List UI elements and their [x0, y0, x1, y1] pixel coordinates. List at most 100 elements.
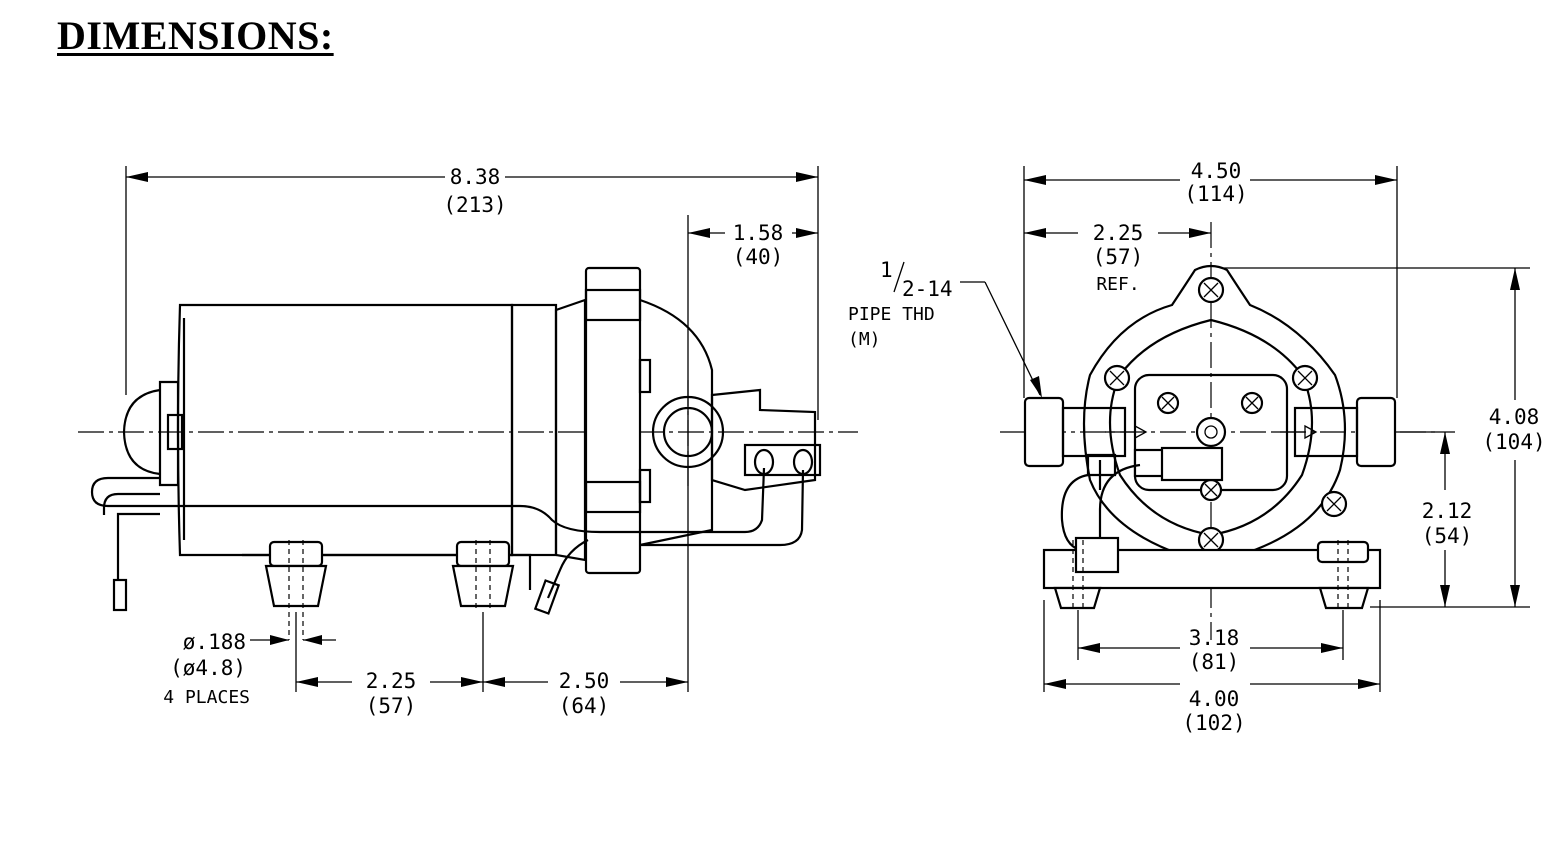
- screws: [1103, 276, 1348, 554]
- wire-lead-b-upper: [640, 469, 805, 547]
- pipe-thread-line2: PIPE THD: [848, 304, 935, 325]
- foot-2-top: [455, 540, 511, 568]
- arrow: [796, 228, 818, 238]
- center-bolt-inner: [1204, 425, 1218, 439]
- end-bolt: [166, 413, 184, 451]
- overall-width-mm: (114): [1184, 182, 1247, 206]
- screw-cross: [1161, 396, 1175, 410]
- arrow: [270, 635, 289, 645]
- arrow: [1024, 228, 1046, 238]
- front-view: 4.50 (114) 2.25 (57) REF. 1 2-14 PIPE TH…: [848, 159, 1546, 735]
- mount-spacing-in: 2.25: [366, 669, 417, 693]
- arrow: [1510, 585, 1520, 607]
- arrow: [688, 228, 710, 238]
- screw-cross: [1203, 532, 1219, 548]
- arrow: [1189, 228, 1211, 238]
- pipe-thread-size: 2-14: [902, 277, 953, 301]
- head-dome: [639, 298, 714, 547]
- base-width-mm: (102): [1182, 711, 1245, 735]
- base-rail: [242, 553, 532, 590]
- base-width-in: 4.00: [1189, 687, 1240, 711]
- screw-cross: [1204, 483, 1218, 497]
- base-connector: [1074, 536, 1120, 574]
- arrow: [666, 677, 688, 687]
- wire-lead-a: [116, 512, 160, 580]
- head-boss-2: [638, 468, 652, 504]
- hole-spacing-mm: (81): [1189, 650, 1240, 674]
- outlet-port: [1355, 396, 1397, 468]
- pipe-thread-line3: (M): [848, 329, 881, 350]
- arrow: [1440, 585, 1450, 607]
- overall-width-in: 4.50: [1191, 159, 1242, 183]
- screw-cross: [1326, 496, 1342, 512]
- port-height-mm: (54): [1422, 524, 1473, 548]
- arrow: [796, 172, 818, 182]
- lead-a-tip: [112, 578, 128, 612]
- wire-lead-b: [546, 539, 589, 599]
- base-foot-right-top: [1316, 540, 1370, 564]
- head-adapter: [554, 298, 587, 562]
- overall-length-mm: (213): [443, 193, 506, 217]
- page-title: DIMENSIONS:: [57, 13, 334, 58]
- pump-housing: [1082, 264, 1347, 557]
- base-foot-left: [1053, 586, 1102, 610]
- arrow: [1078, 643, 1100, 653]
- arrow: [461, 677, 483, 687]
- wire-harness: [90, 467, 766, 534]
- head-length-in: 1.58: [733, 221, 784, 245]
- wire-inner: [102, 492, 160, 515]
- head-plate: [584, 266, 642, 575]
- arrow: [1024, 175, 1046, 185]
- hole-qty-note: 4 PLACES: [163, 687, 250, 708]
- foot-2: [451, 564, 515, 608]
- arrow: [1510, 268, 1520, 290]
- inlet-flow-arrow-icon: [1105, 424, 1148, 440]
- hole-dia-mm: (ø4.8): [170, 656, 246, 680]
- arrow: [1358, 679, 1380, 689]
- center-bolt-icon: [1195, 416, 1227, 448]
- side-view: 8.38 (213) 1.58 (40) ø.188 (ø4.8) 4 PLAC…: [78, 165, 858, 718]
- end-cap: [122, 388, 161, 476]
- switch-terminals: [743, 443, 822, 477]
- head-rib-top: [584, 288, 642, 322]
- mount-to-port-mm: (64): [559, 694, 610, 718]
- arrow: [1044, 679, 1066, 689]
- overall-height-in: 4.08: [1489, 405, 1540, 429]
- fraction-slash: [893, 261, 905, 293]
- switch-left: [1133, 448, 1167, 478]
- screw-cross: [1245, 396, 1259, 410]
- base-foot-right: [1318, 586, 1370, 610]
- motor-body: [176, 303, 514, 557]
- switch-wire-1: [1060, 473, 1089, 552]
- lead-b-tip: [533, 579, 561, 615]
- screw-cross: [1109, 370, 1125, 386]
- overall-length-in: 8.38: [450, 165, 501, 189]
- arrow: [1030, 376, 1042, 398]
- switch-right: [1160, 446, 1224, 482]
- arrow: [303, 635, 322, 645]
- port-height-in: 2.12: [1422, 499, 1473, 523]
- screw-cross: [1297, 370, 1313, 386]
- arrow: [483, 677, 505, 687]
- head-length-mm: (40): [733, 245, 784, 269]
- arrow: [296, 677, 318, 687]
- arrow: [1321, 643, 1343, 653]
- leader-diagonal: [984, 281, 1041, 396]
- hole-spacing-in: 3.18: [1189, 626, 1240, 650]
- inlet-port: [1023, 396, 1065, 468]
- head-boss-1: [638, 358, 652, 394]
- mount-spacing-mm: (57): [366, 694, 417, 718]
- screw-cross: [1203, 282, 1219, 298]
- outlet-flow-arrow-icon: [1275, 424, 1318, 440]
- overall-height-mm: (104): [1482, 430, 1545, 454]
- port-offset-in: 2.25: [1093, 221, 1144, 245]
- port-offset-note: REF.: [1096, 274, 1139, 295]
- arrow: [1440, 432, 1450, 454]
- pump-inner-rim: [1108, 318, 1314, 537]
- foot-1-top: [268, 540, 324, 568]
- hole-dia-in: ø.188: [183, 630, 246, 654]
- fraction-numerator: 1: [880, 258, 893, 282]
- port-offset-mm: (57): [1093, 245, 1144, 269]
- arrow: [126, 172, 148, 182]
